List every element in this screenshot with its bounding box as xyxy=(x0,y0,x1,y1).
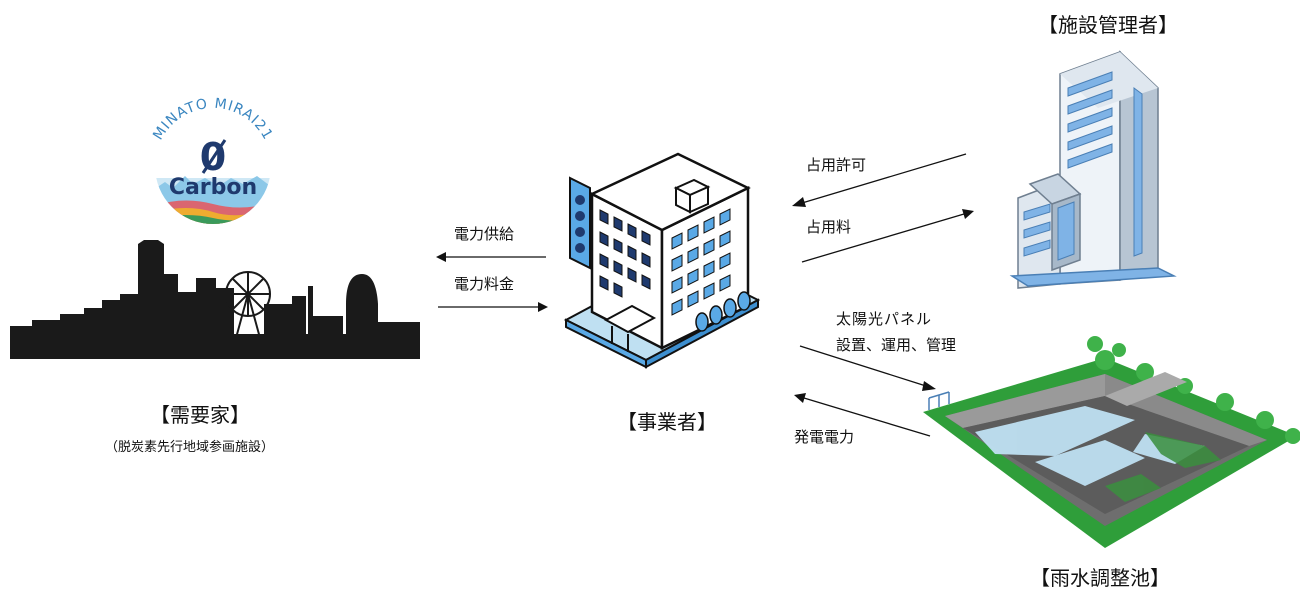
occupancy-fee-label: 占用料 xyxy=(806,218,852,236)
operator-building-illustration xyxy=(563,152,761,369)
office-tower-illustration xyxy=(1009,50,1177,289)
arrow-power-supply xyxy=(436,252,546,262)
rainwater-pond-illustration xyxy=(923,336,1300,548)
arrow-solar-panel xyxy=(799,345,936,391)
demand-sublabel: （脱炭素先行地域参画施設） xyxy=(105,440,275,455)
power-supply-label: 電力供給 xyxy=(454,225,515,243)
demand-label: 【需要家】 xyxy=(150,403,250,427)
solar-panel-label-line1: 太陽光パネル xyxy=(836,310,933,328)
occupancy-permit-label: 占用許可 xyxy=(806,156,867,174)
generated-power-label: 発電電力 xyxy=(794,428,855,446)
arrow-generated-power xyxy=(794,393,931,437)
pond-label: 【雨水調整池】 xyxy=(1030,566,1170,590)
arrow-occupancy-permit xyxy=(792,153,967,207)
zero-carbon-logo: MINATO MIRAI21 0 Carbon xyxy=(150,96,275,224)
facility-manager-label: 【施設管理者】 xyxy=(1038,13,1178,37)
solar-panel-label-line2: 設置、運用、管理 xyxy=(836,336,957,354)
city-skyline-silhouette xyxy=(10,240,420,359)
arrow-occupancy-fee xyxy=(801,209,974,263)
arrow-power-fee xyxy=(438,302,548,312)
operator-label: 【事業者】 xyxy=(617,410,717,434)
power-fee-label: 電力料金 xyxy=(454,275,515,293)
logo-carbon: Carbon xyxy=(169,175,257,200)
